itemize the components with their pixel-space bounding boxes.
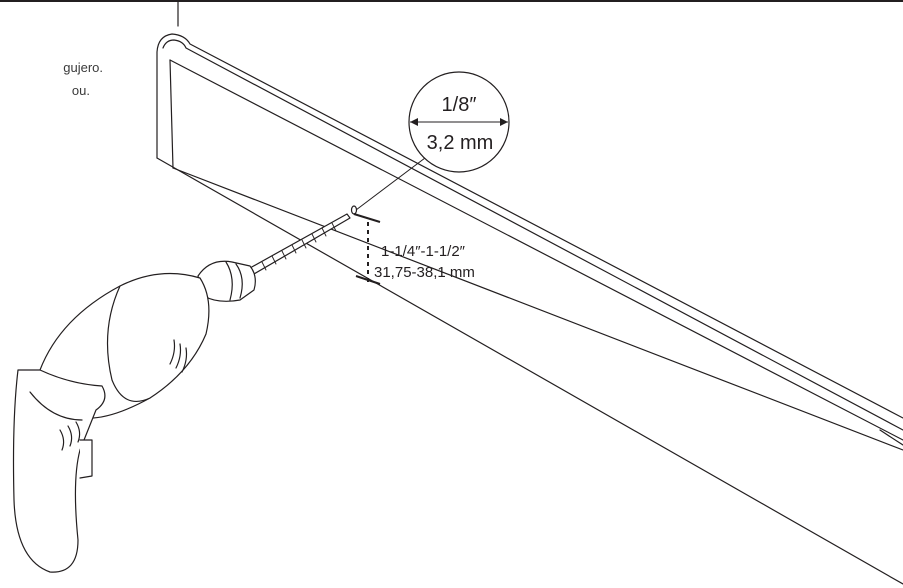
instruction-text-line-1: gujero. bbox=[63, 60, 103, 75]
top-rule bbox=[0, 0, 903, 2]
panel-lower-face bbox=[172, 167, 903, 451]
hole-size-callout: 1/8″ 3,2 mm bbox=[355, 71, 510, 211]
panel-right-edge bbox=[879, 429, 903, 446]
panel-top-inner-edge bbox=[162, 39, 903, 431]
panel-bottom-edge bbox=[156, 157, 903, 585]
callout-leader bbox=[355, 157, 426, 211]
callout-metric-label: 3,2 mm bbox=[427, 132, 494, 154]
instruction-text-line-2: ou. bbox=[71, 83, 90, 98]
depth-top-tick bbox=[353, 213, 381, 223]
drill-hole-mark bbox=[350, 205, 358, 215]
panel-top-edge-2 bbox=[169, 59, 903, 441]
callout-inch-label: 1/8″ bbox=[442, 94, 477, 116]
panel-front-face-line bbox=[169, 59, 174, 169]
depth-dimension bbox=[350, 205, 381, 285]
panel-outline bbox=[156, 33, 903, 419]
callout-arrow-left-icon bbox=[410, 118, 418, 126]
depth-inch-label: 1-1/4″-1-1/2″ bbox=[381, 243, 466, 260]
drill-icon bbox=[12, 213, 351, 573]
drill-bit bbox=[249, 213, 351, 275]
callout-arrow-right-icon bbox=[500, 118, 508, 126]
depth-metric-label: 31,75-38,1 mm bbox=[374, 264, 475, 281]
